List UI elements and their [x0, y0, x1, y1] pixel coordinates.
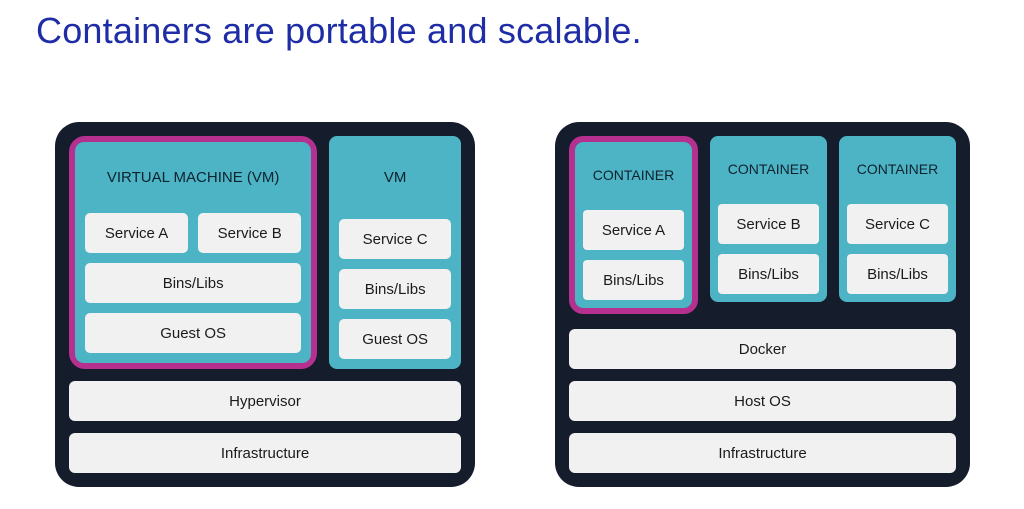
vm-large-guest-os-box: Guest OS — [85, 313, 302, 353]
vm-large: VIRTUAL MACHINE (VM) Service A Service B… — [75, 142, 312, 363]
vm-region: VIRTUAL MACHINE (VM) Service A Service B… — [69, 136, 461, 369]
container-3-wrap: CONTAINER Service C Bins/Libs — [839, 136, 956, 302]
docker-bar: Docker — [569, 329, 956, 369]
hypervisor-bar: Hypervisor — [69, 381, 461, 421]
vm-small-guest-os-box: Guest OS — [339, 319, 451, 359]
container-1-service-box: Service A — [583, 210, 684, 250]
vm-small: VM Service C Bins/Libs Guest OS — [329, 136, 461, 369]
container-1-highlight-outline: CONTAINER Service A Bins/Libs — [569, 136, 698, 314]
container-2-bins-libs-box: Bins/Libs — [718, 254, 819, 294]
container-3-service-box: Service C — [847, 204, 948, 244]
container-3-bins-libs-box: Bins/Libs — [847, 254, 948, 294]
container-1-header: CONTAINER — [592, 167, 675, 183]
host-os-bar: Host OS — [569, 381, 956, 421]
service-a-box: Service A — [85, 213, 189, 253]
service-c-box: Service C — [339, 219, 451, 259]
container-2: CONTAINER Service B Bins/Libs — [710, 136, 827, 302]
container-region: CONTAINER Service A Bins/Libs CONTAINER … — [569, 136, 956, 317]
vm-small-header: VM — [383, 169, 407, 186]
page-title: Containers are portable and scalable. — [36, 10, 642, 51]
container-2-wrap: CONTAINER Service B Bins/Libs — [710, 136, 827, 302]
container-1-bins-libs-box: Bins/Libs — [583, 260, 684, 300]
container-3-header: CONTAINER — [856, 161, 939, 177]
container-infrastructure-bar: Infrastructure — [569, 433, 956, 473]
container-panel: CONTAINER Service A Bins/Libs CONTAINER … — [555, 122, 970, 487]
vm-panel: VIRTUAL MACHINE (VM) Service A Service B… — [55, 122, 475, 487]
container-1: CONTAINER Service A Bins/Libs — [575, 142, 692, 308]
service-b-box: Service B — [198, 213, 302, 253]
vm-large-header: VIRTUAL MACHINE (VM) — [106, 169, 280, 186]
vm-small-bins-libs-box: Bins/Libs — [339, 269, 451, 309]
container-2-header: CONTAINER — [727, 161, 810, 177]
container-3: CONTAINER Service C Bins/Libs — [839, 136, 956, 302]
diagram: VIRTUAL MACHINE (VM) Service A Service B… — [55, 122, 970, 487]
container-2-service-box: Service B — [718, 204, 819, 244]
vm-large-service-row: Service A Service B — [85, 213, 302, 253]
vm-infrastructure-bar: Infrastructure — [69, 433, 461, 473]
vm-large-highlight-outline: VIRTUAL MACHINE (VM) Service A Service B… — [69, 136, 318, 369]
vm-large-bins-libs-box: Bins/Libs — [85, 263, 302, 303]
